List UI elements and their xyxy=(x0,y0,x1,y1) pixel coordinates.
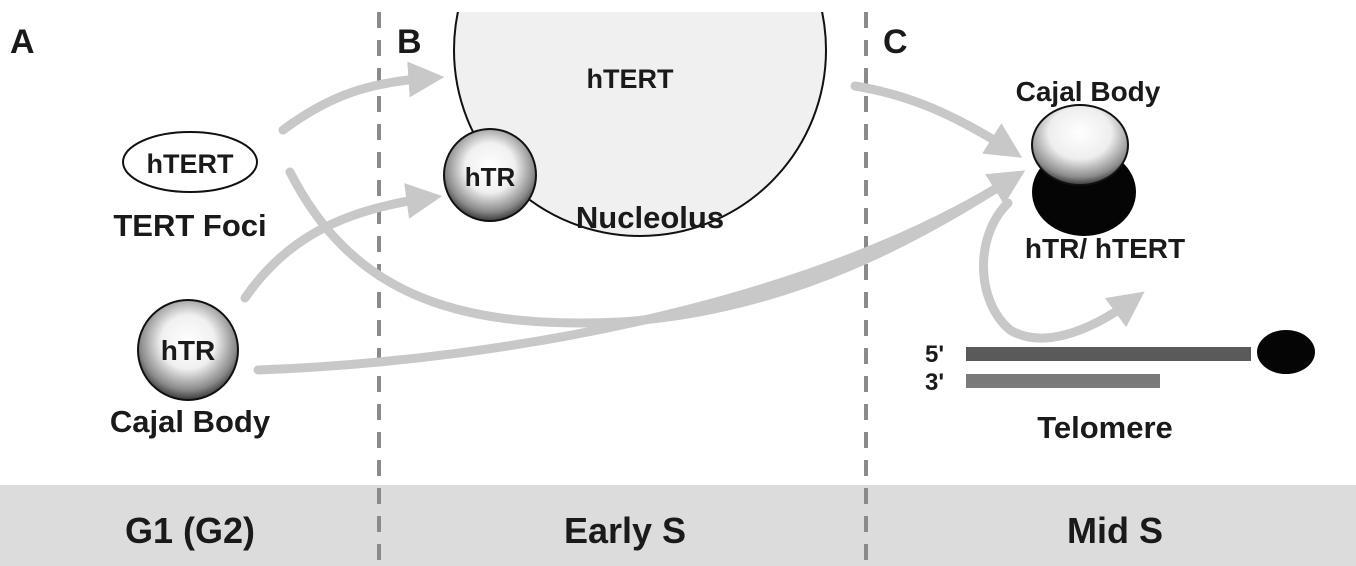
htr-sphere-a xyxy=(137,299,239,401)
cajal-body-c-sphere xyxy=(1031,104,1129,186)
three-prime-label: 3' xyxy=(925,369,944,396)
tert-foci-oval-label: hTERT xyxy=(147,149,234,179)
htr-sphere-b xyxy=(443,128,537,222)
telomere-label: Telomere xyxy=(1037,410,1173,445)
five-prime-label: 5' xyxy=(925,341,944,368)
htr-sphere-b-label: hTR xyxy=(465,162,516,192)
telomere-cap xyxy=(1257,330,1315,374)
arrow-nucleolus-to-cajal-c xyxy=(850,81,1023,158)
htr-sphere-a-label: hTR xyxy=(161,335,215,366)
panel-label-c: C xyxy=(883,23,908,61)
arrow-cajal-c-to-telomere xyxy=(979,198,1145,343)
nucleolus-htert-label: hTERT xyxy=(587,64,674,94)
panel-label-b: B xyxy=(397,23,422,61)
htr-htert-label: hTR/ hTERT xyxy=(1025,233,1185,264)
phase-mid-s-label: Mid S xyxy=(1067,510,1163,551)
phase-band xyxy=(0,485,1356,566)
cajal-body-a-label: Cajal Body xyxy=(110,404,271,439)
telomere-5-strand xyxy=(966,347,1251,361)
phase-early-s-label: Early S xyxy=(564,510,686,551)
tert-foci-oval xyxy=(122,131,258,193)
telomere-3-strand xyxy=(966,374,1160,388)
arrow-tert-foci-to-nucleolus xyxy=(278,61,445,135)
tert-foci-label: TERT Foci xyxy=(113,208,266,243)
arrow-htr-to-cajal-c xyxy=(253,173,1018,375)
cajal-body-c-label: Cajal Body xyxy=(1016,76,1161,107)
panel-label-a: A xyxy=(10,23,35,61)
phase-g1-label: G1 (G2) xyxy=(125,510,255,551)
nucleolus-label: Nucleolus xyxy=(576,200,724,235)
nucleolus-circle xyxy=(453,0,827,237)
arrow-cajal-to-nucleolus-htr xyxy=(240,183,443,303)
